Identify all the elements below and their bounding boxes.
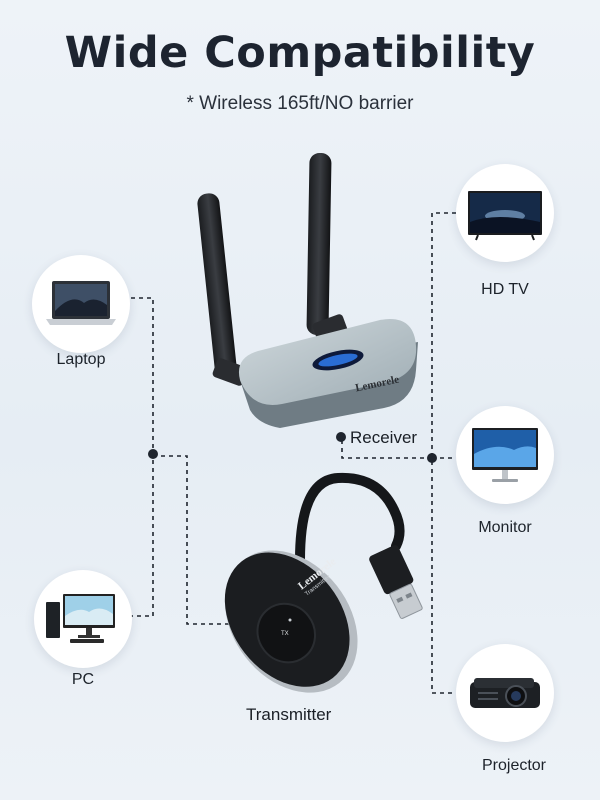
pc-label: PC (71, 671, 95, 688)
antenna-left (197, 193, 237, 378)
projector-label: Projector (481, 757, 547, 774)
junction-dot-left (148, 449, 158, 459)
monitor-circle (456, 406, 554, 504)
page-title: Wide Compatibility (64, 28, 536, 78)
antenna-right (306, 152, 332, 336)
monitor-label: Monitor (478, 519, 532, 536)
laptop-label: Laptop (56, 351, 106, 368)
usb-plug (369, 545, 423, 619)
transmitter-label: Transmitter (246, 705, 332, 724)
receiver-device (197, 152, 418, 428)
receiver-label: Receiver (350, 428, 418, 447)
transmitter-device (224, 472, 423, 693)
projector-icon (470, 678, 540, 708)
projector-circle (456, 644, 554, 742)
tx-button-label: TX (281, 631, 289, 637)
junction-dot-right (427, 453, 437, 463)
pc-icon (46, 594, 115, 643)
tv-icon (468, 191, 542, 241)
pc-circle (34, 570, 132, 668)
right-connectors (341, 212, 456, 694)
hd-tv-label: HD TV (481, 281, 529, 298)
page-subtitle: * Wireless 165ft/NO barrier (186, 93, 414, 114)
left-connectors (131, 297, 233, 625)
laptop-icon (46, 281, 116, 325)
hd-tv-circle (456, 164, 554, 262)
laptop-circle (32, 255, 130, 353)
receiver-dot (336, 432, 346, 442)
monitor-icon (472, 428, 538, 482)
